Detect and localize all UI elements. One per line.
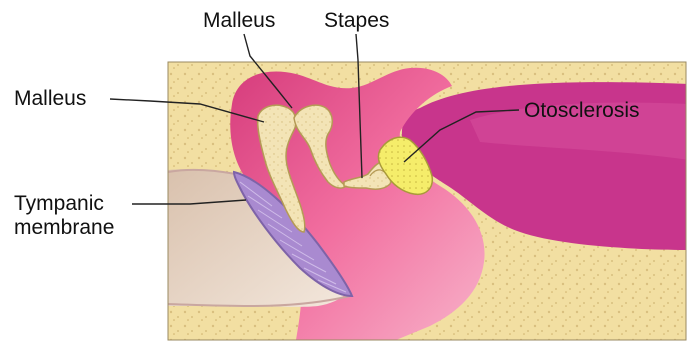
label-stapes: Stapes <box>324 10 389 31</box>
label-malleus-left: Malleus <box>14 88 86 109</box>
label-tympanic-line1: Tympanic <box>14 192 114 216</box>
label-tympanic-line2: membrane <box>14 216 114 240</box>
label-malleus-top: Malleus <box>203 10 275 31</box>
label-otosclerosis: Otosclerosis <box>524 100 640 121</box>
label-tympanic-membrane: Tympanic membrane <box>14 192 114 239</box>
